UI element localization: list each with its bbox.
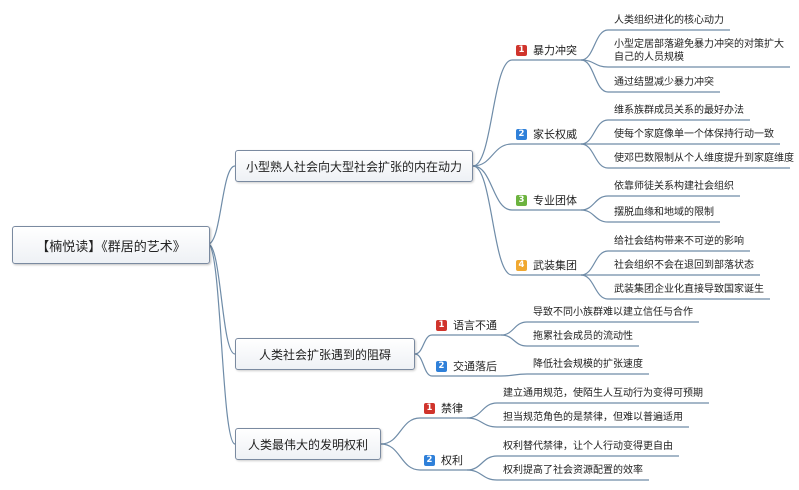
sub-leaf-line bbox=[466, 402, 498, 419]
leaf-note[interactable]: 通过结盟减少暴力冲突 bbox=[614, 77, 714, 88]
leaf-note[interactable]: 摆脱血缘和地域的限制 bbox=[614, 207, 714, 218]
branch-sub-line bbox=[472, 165, 513, 276]
subtopic-label: 语言不通 bbox=[453, 319, 497, 332]
subtopic-label: 专业团体 bbox=[533, 194, 577, 207]
leaf-note[interactable]: 权利替代禁律，让个人行动变得更自由 bbox=[503, 441, 673, 452]
priority-1-icon: 1 bbox=[424, 402, 435, 414]
subtopic-professional-groups[interactable]: 3 专业团体 bbox=[516, 192, 577, 208]
subtopic-label: 武装集团 bbox=[533, 259, 577, 272]
priority-2-icon: 2 bbox=[516, 128, 527, 140]
branch-sub-line bbox=[414, 334, 433, 355]
priority-2-icon: 2 bbox=[424, 454, 435, 466]
main-topic-greatest-invention[interactable]: 人类最伟大的发明权利 bbox=[235, 428, 381, 460]
sub-leaf-line bbox=[580, 274, 609, 300]
subtopic-rights[interactable]: 2 权利 bbox=[424, 452, 463, 468]
subtopic-poor-transport[interactable]: 2 交通落后 bbox=[436, 358, 497, 374]
leaf-note[interactable]: 使邓巴数限制从个人维度提升到家庭维度 bbox=[614, 153, 794, 164]
main-topic-expansion-obstacles[interactable]: 人类社会扩张遇到的阻碍 bbox=[235, 338, 415, 370]
leaf-note[interactable]: 使每个家庭像单一个体保持行动一致 bbox=[614, 129, 774, 140]
sub-leaf-line bbox=[580, 250, 609, 276]
subtopic-label: 家长权威 bbox=[533, 128, 577, 141]
leaf-note[interactable]: 依靠师徒关系构建社会组织 bbox=[614, 181, 734, 192]
leaf-note[interactable]: 维系族群成员关系的最好办法 bbox=[614, 105, 744, 116]
leaf-note[interactable]: 建立通用规范，使陌生人互动行为变得可预期 bbox=[503, 388, 703, 399]
leaf-note[interactable]: 人类组织进化的核心动力 bbox=[614, 15, 724, 26]
priority-3-icon: 3 bbox=[516, 194, 527, 206]
sub-leaf-line bbox=[580, 209, 609, 223]
subtopic-armed-groups[interactable]: 4 武装集团 bbox=[516, 257, 577, 273]
sub-leaf-line bbox=[580, 119, 609, 145]
sub-leaf-line bbox=[580, 29, 609, 61]
priority-2-icon: 2 bbox=[436, 360, 447, 372]
subtopic-label: 权利 bbox=[441, 454, 463, 467]
sub-leaf-line bbox=[580, 59, 609, 93]
subtopic-patriarchal-authority[interactable]: 2 家长权威 bbox=[516, 126, 577, 142]
leaf-note[interactable]: 社会组织不会在退回到部落状态 bbox=[614, 260, 754, 271]
subtopic-label: 交通落后 bbox=[453, 360, 497, 373]
sub-leaf-line bbox=[580, 143, 609, 169]
sub-leaf-line bbox=[466, 417, 498, 428]
priority-1-icon: 1 bbox=[436, 319, 447, 331]
main-topic-label: 人类最伟大的发明权利 bbox=[247, 437, 368, 452]
leaf-note[interactable]: 给社会结构带来不可逆的影响 bbox=[614, 236, 744, 247]
subtopic-label: 禁律 bbox=[441, 402, 463, 415]
sub-leaf-line bbox=[466, 469, 498, 481]
subtopic-label: 暴力冲突 bbox=[533, 44, 577, 57]
root-topic[interactable]: 【楠悦读】《群居的艺术》 bbox=[12, 226, 210, 264]
main-topic-expansion-drivers[interactable]: 小型熟人社会向大型社会扩张的内在动力 bbox=[235, 150, 473, 182]
root-topic-label: 【楠悦读】《群居的艺术》 bbox=[36, 239, 186, 255]
leaf-note[interactable]: 小型定居部落避免暴力冲突的对策扩大自己的人员规模 bbox=[614, 39, 784, 63]
branch-sub-line bbox=[414, 353, 433, 377]
root-branch-line bbox=[207, 165, 236, 245]
sub-leaf-line bbox=[500, 334, 528, 347]
leaf-note[interactable]: 权利提高了社会资源配置的效率 bbox=[503, 465, 643, 476]
branch-sub-line bbox=[380, 443, 421, 471]
branch-sub-line bbox=[472, 165, 513, 211]
sub-leaf-line bbox=[500, 373, 528, 377]
priority-1-icon: 1 bbox=[516, 44, 527, 56]
branch-sub-line bbox=[472, 59, 513, 167]
root-branch-line bbox=[207, 243, 236, 445]
leaf-note[interactable]: 拖累社会成员的流动性 bbox=[533, 331, 633, 342]
main-topic-label: 小型熟人社会向大型社会扩张的内在动力 bbox=[245, 159, 462, 174]
main-topic-label: 人类社会扩张遇到的阻碍 bbox=[258, 347, 391, 362]
sub-leaf-line bbox=[580, 195, 609, 211]
leaf-note[interactable]: 武装集团企业化直接导致国家诞生 bbox=[614, 284, 764, 295]
branch-sub-line bbox=[472, 143, 513, 167]
branch-sub-line bbox=[380, 417, 421, 445]
leaf-note[interactable]: 担当规范角色的是禁律，但难以普遍适用 bbox=[503, 412, 683, 423]
sub-leaf-line bbox=[500, 321, 528, 336]
priority-4-icon: 4 bbox=[516, 259, 527, 271]
leaf-note[interactable]: 降低社会规模的扩张速度 bbox=[533, 359, 643, 370]
subtopic-language-barrier[interactable]: 1 语言不通 bbox=[436, 317, 497, 333]
subtopic-violent-conflict[interactable]: 1 暴力冲突 bbox=[516, 42, 577, 58]
subtopic-taboo[interactable]: 1 禁律 bbox=[424, 400, 463, 416]
sub-leaf-line bbox=[466, 455, 498, 471]
root-branch-line bbox=[207, 243, 236, 355]
leaf-note[interactable]: 导致不同小族群难以建立信任与合作 bbox=[533, 307, 693, 318]
